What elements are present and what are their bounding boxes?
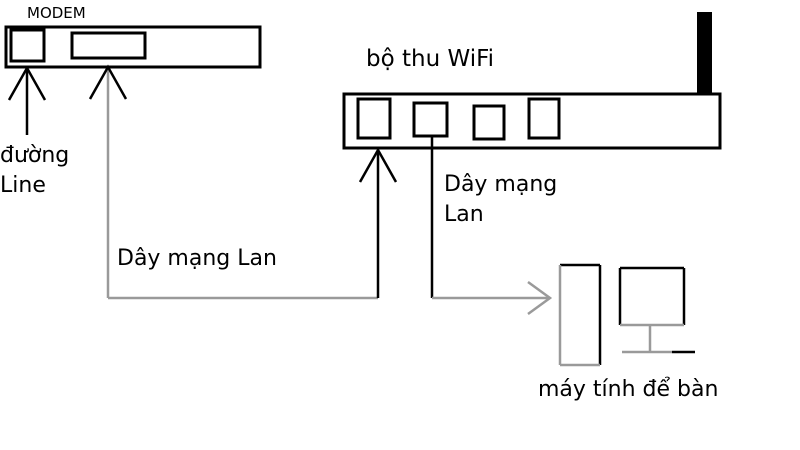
- pc-tower: [558, 263, 602, 367]
- modem-body: [4, 25, 262, 69]
- wifi-receiver-label: bộ thu WiFi: [366, 46, 495, 72]
- wifi-port-3: [472, 104, 506, 141]
- lan-cable-right-label: Dây mạng Lan: [444, 172, 558, 227]
- modem-device: [4, 25, 262, 69]
- desktop-computer: [558, 263, 695, 367]
- wifi-port-4: [527, 97, 561, 140]
- pc-monitor: [618, 266, 695, 354]
- wifi-port-2: [412, 101, 449, 138]
- wifi-body: [342, 92, 722, 150]
- lan-cable-wifi-to-pc: [430, 137, 553, 316]
- modem-lan-port: [70, 31, 147, 60]
- line-label: đường Line: [0, 143, 70, 198]
- lan-cable-modem-to-wifi: [88, 64, 398, 300]
- modem-label: MODEM: [27, 4, 86, 22]
- wifi-antenna: [697, 12, 712, 95]
- wifi-port-1: [356, 97, 392, 140]
- wifi-receiver-device: [342, 12, 722, 150]
- line-input-arrow: [7, 65, 47, 135]
- modem-line-port: [9, 28, 46, 63]
- lan-cable-left-label: Dây mạng Lan: [117, 246, 277, 271]
- desktop-pc-label: máy tính để bàn: [538, 377, 719, 402]
